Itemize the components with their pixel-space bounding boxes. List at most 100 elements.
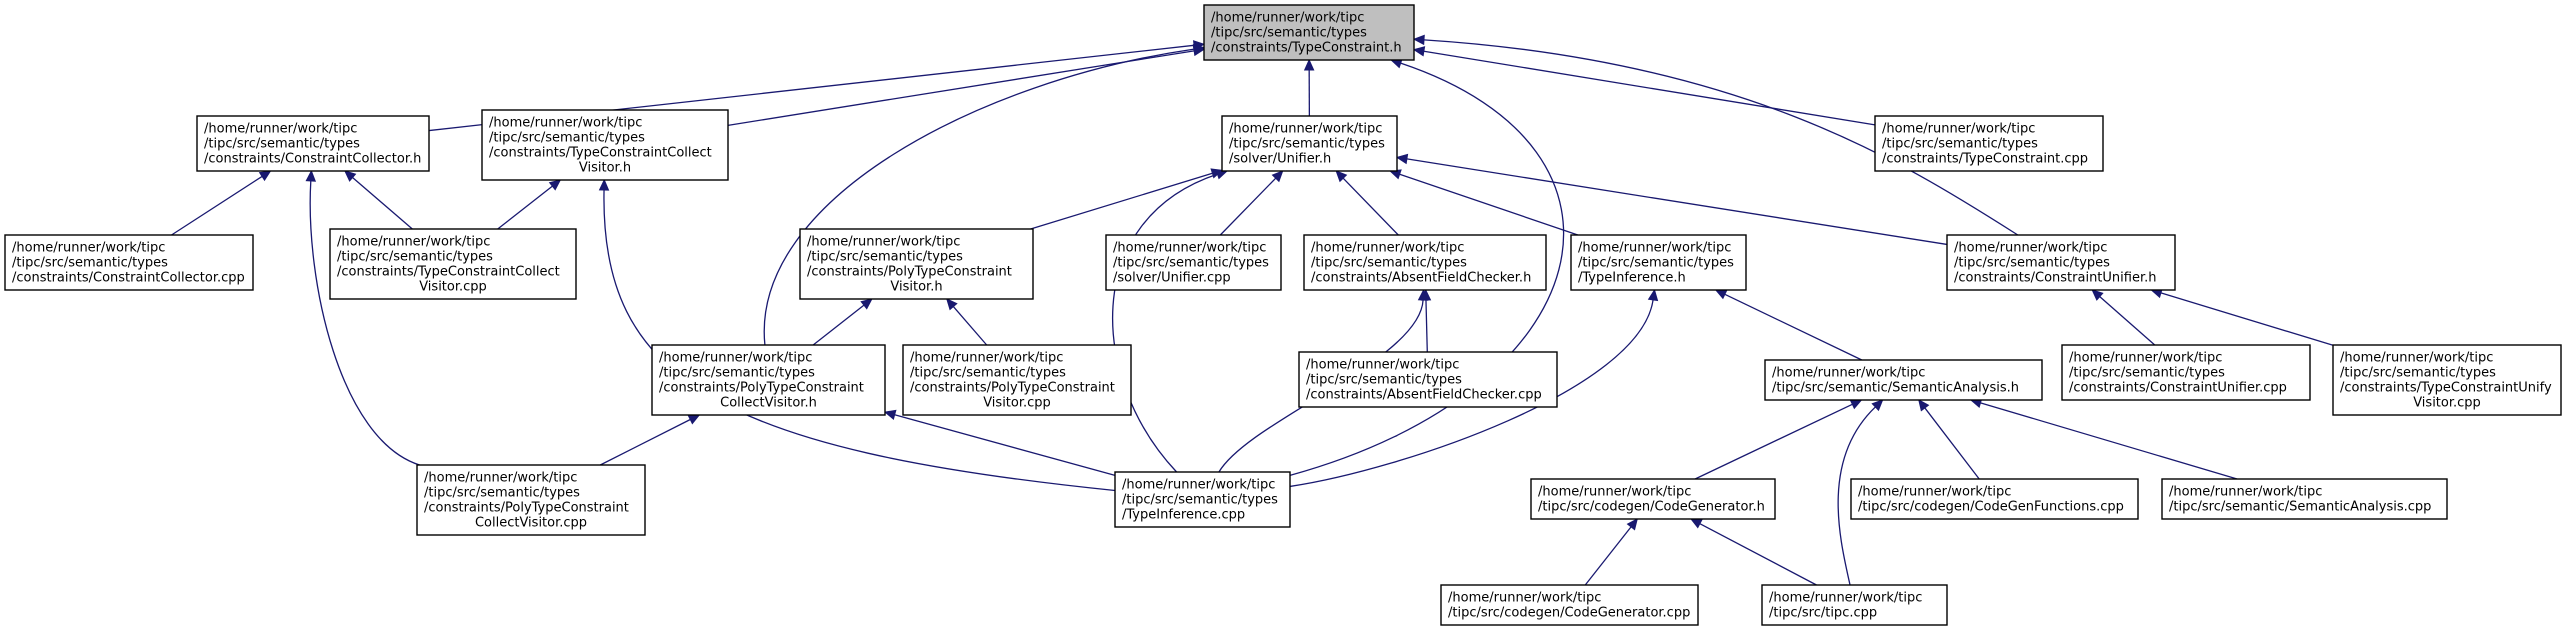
node-label-line: /tipc/src/semantic/types: [1113, 256, 1269, 271]
node-label-line: /tipc/src/semantic/types: [1311, 256, 1467, 271]
node-semanticanalysis-h[interactable]: /home/runner/work/tipc/tipc/src/semantic…: [1764, 359, 2043, 401]
node-box[interactable]: [1298, 351, 1558, 408]
node-polytypeconstraintcollectvisitor-cpp[interactable]: /home/runner/work/tipc/tipc/src/semantic…: [416, 464, 646, 536]
node-codegenerator-h[interactable]: /home/runner/work/tipc/tipc/src/codegen/…: [1530, 478, 1776, 520]
node-tipc-cpp[interactable]: /home/runner/work/tipc/tipc/src/tipc.cpp: [1761, 584, 1948, 626]
node-label-line: /constraints/ConstraintUnifier.cpp: [2069, 381, 2287, 396]
node-label-line: /home/runner/work/tipc: [1113, 241, 1266, 256]
edge-line: [894, 414, 1116, 477]
edge-CodeGenerator_cpp-to-CodeGenerator_h: [1584, 518, 1638, 586]
node-semanticanalysis-cpp[interactable]: /home/runner/work/tipc/tipc/src/semantic…: [2161, 478, 2448, 520]
edge-line: [1112, 173, 1218, 473]
node-constraintunifier-h[interactable]: /home/runner/work/tipc/tipc/src/semantic…: [1946, 234, 2176, 291]
node-box[interactable]: [1114, 471, 1291, 528]
node-typeconstraint-h[interactable]: /home/runner/work/tipc/tipc/src/semantic…: [1203, 4, 1415, 61]
edge-CodeGenerator_h-to-SemanticAnalysis_h: [1694, 399, 1863, 480]
edge-line: [1289, 62, 1565, 477]
node-box[interactable]: [1764, 359, 2043, 401]
edge-SemanticAnalysis_cpp-to-SemanticAnalysis_h: [1969, 397, 2238, 480]
node-absentfieldchecker-h[interactable]: /home/runner/work/tipc/tipc/src/semantic…: [1303, 234, 1547, 291]
node-polytypeconstraintvisitor-h[interactable]: /home/runner/work/tipc/tipc/src/semantic…: [799, 228, 1034, 300]
node-typeconstraintunifyvisitor-cpp[interactable]: /home/runner/work/tipc/tipc/src/semantic…: [2332, 344, 2562, 416]
node-label-line: /home/runner/work/tipc: [910, 351, 1063, 366]
edge-PolyTypeConstraintCollectVisitor_h-to-TypeConstraint_h: [763, 43, 1206, 346]
node-box[interactable]: [651, 344, 886, 416]
node-label-line: /constraints/TypeConstraintCollect: [489, 146, 712, 161]
node-polytypeconstraintvisitor-cpp[interactable]: /home/runner/work/tipc/tipc/src/semantic…: [902, 344, 1132, 416]
node-box[interactable]: [1530, 478, 1776, 520]
node-label-line: /home/runner/work/tipc: [204, 122, 357, 137]
node-box[interactable]: [799, 228, 1034, 300]
node-label-line: /home/runner/work/tipc: [2169, 485, 2322, 500]
node-label-line: /tipc/src/codegen/CodeGenerator.h: [1538, 500, 1765, 515]
edge-arrowhead: [548, 179, 562, 191]
node-constraintunifier-cpp[interactable]: /home/runner/work/tipc/tipc/src/semantic…: [2061, 344, 2311, 401]
node-label-line: /TypeInference.cpp: [1122, 508, 1245, 523]
node-typeinference-h[interactable]: /home/runner/work/tipc/tipc/src/semantic…: [1570, 234, 1747, 291]
edge-arrowhead: [1303, 58, 1315, 71]
node-label-line: /home/runner/work/tipc: [1882, 122, 2035, 137]
edge-arrowhead: [1871, 399, 1884, 412]
node-box[interactable]: [1874, 115, 2104, 172]
edge-arrowhead: [1626, 518, 1638, 531]
node-label-line: /tipc/src/semantic/types: [204, 137, 360, 152]
node-label-line: /solver/Unifier.h: [1229, 152, 1331, 167]
node-box[interactable]: [416, 464, 646, 536]
node-label-line: /constraints/ConstraintCollector.h: [204, 152, 421, 167]
node-typeconstraintcollectvisitor-cpp[interactable]: /home/runner/work/tipc/tipc/src/semantic…: [329, 228, 577, 300]
node-label-line: /home/runner/work/tipc: [1122, 478, 1275, 493]
node-codegenerator-cpp[interactable]: /home/runner/work/tipc/tipc/src/codegen/…: [1440, 584, 1699, 626]
node-label-line: /tipc/src/semantic/SemanticAnalysis.cpp: [2169, 500, 2431, 515]
node-label-line: /tipc/src/semantic/types: [1578, 256, 1734, 271]
node-label-line: /home/runner/work/tipc: [1211, 11, 1364, 26]
node-polytypeconstraintcollectvisitor-h[interactable]: /home/runner/work/tipc/tipc/src/semantic…: [651, 344, 886, 416]
edge-TypeConstraintCollectVisitor_cpp-to-ConstraintCollector_h: [344, 170, 413, 230]
edge-line: [171, 175, 263, 236]
edge-arrowhead: [1714, 289, 1728, 300]
node-box[interactable]: [902, 344, 1132, 416]
node-typeconstraint-cpp[interactable]: /home/runner/work/tipc/tipc/src/semantic…: [1874, 115, 2104, 172]
node-box[interactable]: [2161, 478, 2448, 520]
edge-arrowhead: [1647, 288, 1659, 302]
node-box[interactable]: [2061, 344, 2311, 401]
node-unifier-cpp[interactable]: /home/runner/work/tipc/tipc/src/semantic…: [1105, 234, 1282, 291]
node-box[interactable]: [329, 228, 577, 300]
node-label-line: /home/runner/work/tipc: [1954, 241, 2107, 256]
edge-Unifier_h-to-TypeConstraint_h: [1303, 58, 1315, 117]
edge-line: [812, 304, 865, 346]
node-box[interactable]: [1440, 584, 1699, 626]
edge-arrowhead: [305, 169, 317, 182]
node-label-line: /tipc/src/semantic/types: [1122, 493, 1278, 508]
node-box[interactable]: [4, 234, 254, 291]
node-typeconstraintcollectvisitor-h[interactable]: /home/runner/work/tipc/tipc/src/semantic…: [481, 109, 729, 181]
edge-PolyTypeConstraintCollectVisitor_cpp-to-ConstraintCollector_h: [305, 169, 420, 466]
node-unifier-h[interactable]: /home/runner/work/tipc/tipc/src/semantic…: [1221, 115, 1398, 172]
node-label-line: /tipc/src/semantic/types: [659, 366, 815, 381]
node-box[interactable]: [1221, 115, 1398, 172]
node-absentfieldchecker-cpp[interactable]: /home/runner/work/tipc/tipc/src/semantic…: [1298, 351, 1558, 408]
node-box[interactable]: [1303, 234, 1547, 291]
node-label-line: /home/runner/work/tipc: [1311, 241, 1464, 256]
node-box[interactable]: [481, 109, 729, 181]
node-box[interactable]: [1570, 234, 1747, 291]
node-box[interactable]: [1946, 234, 2176, 291]
edge-ConstraintUnifier_h-to-Unifier_h: [1395, 153, 1948, 246]
node-box[interactable]: [196, 115, 430, 172]
node-box[interactable]: [1761, 584, 1948, 626]
edge-arrowhead: [2091, 289, 2104, 301]
node-constraintcollector-cpp[interactable]: /home/runner/work/tipc/tipc/src/semantic…: [4, 234, 254, 291]
node-constraintcollector-h[interactable]: /home/runner/work/tipc/tipc/src/semantic…: [196, 115, 430, 172]
edge-arrowhead: [883, 409, 897, 420]
node-label-line: /constraints/TypeConstraintUnify: [2340, 381, 2552, 396]
edge-line: [1399, 173, 1579, 236]
node-box[interactable]: [1850, 478, 2139, 520]
node-label-line: /home/runner/work/tipc: [807, 235, 960, 250]
edge-arrowhead: [1849, 399, 1863, 410]
node-box[interactable]: [2332, 344, 2562, 416]
node-codegenfunctions-cpp[interactable]: /home/runner/work/tipc/tipc/src/codegen/…: [1850, 478, 2139, 520]
node-box[interactable]: [1203, 4, 1415, 61]
node-box[interactable]: [1105, 234, 1282, 291]
edge-ConstraintCollector_cpp-to-ConstraintCollector_h: [171, 170, 272, 236]
edge-line: [1406, 158, 1948, 246]
node-typeinference-cpp[interactable]: /home/runner/work/tipc/tipc/src/semantic…: [1114, 471, 1291, 528]
